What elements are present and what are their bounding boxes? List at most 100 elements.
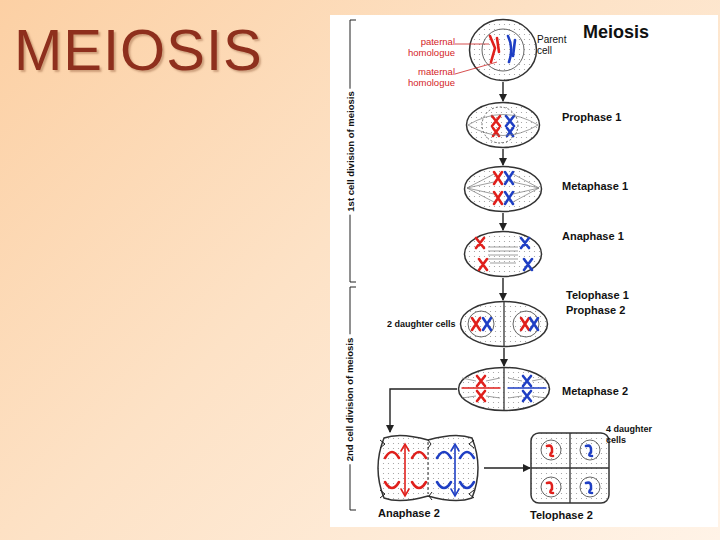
nucleus (482, 29, 524, 71)
paternal-chromosome (385, 452, 426, 458)
nucleus (468, 29, 600, 497)
cell-outline (459, 368, 550, 411)
nucleus (482, 107, 518, 143)
stage-label: Prophase 2 (566, 304, 625, 317)
spindle-fiber (467, 174, 494, 202)
cell-outline (531, 467, 609, 468)
maternal-chromosome (530, 318, 538, 330)
stage-arrow (502, 149, 503, 165)
stage-arrow (503, 348, 504, 366)
paternal-chromosome (497, 38, 499, 52)
stage-arrow (502, 82, 503, 101)
maternal-chromosome (506, 116, 514, 136)
figure-label: maternal homologue (398, 66, 455, 88)
paternal-chromosome (476, 238, 487, 270)
cell-outline (459, 300, 549, 348)
cell-outline (428, 442, 429, 494)
spindle-fiber (468, 115, 538, 136)
stage-label: Metaphase 1 (562, 180, 628, 193)
paternal-chromosome (521, 318, 529, 330)
leader-line (455, 62, 497, 74)
nucleus (513, 311, 539, 337)
cell-outline (531, 433, 609, 503)
cell-outline (463, 230, 543, 278)
cell-outline (468, 18, 538, 82)
paternal-chromosome (401, 444, 409, 496)
stage-label: Parent cell (537, 34, 577, 56)
paternal-chromosome (547, 483, 553, 493)
cell-outline (372, 432, 484, 504)
division-bracket (350, 20, 356, 510)
stage-label: Anaphase 1 (562, 230, 624, 243)
stage-label: Anaphase 2 (378, 507, 440, 520)
spindle-fiber (513, 174, 539, 202)
maternal-chromosome (505, 172, 513, 204)
paternal-chromosome (477, 376, 485, 401)
nucleus (468, 311, 494, 337)
maternal-chromosome (437, 482, 474, 488)
cell-outline (461, 302, 548, 347)
stage-arrow (390, 389, 457, 432)
paternal-chromosome (472, 318, 480, 330)
maternal-chromosome (508, 36, 511, 62)
cell-node: Telophase 2 (530, 432, 610, 504)
chromatid-mark (380, 490, 474, 498)
figure-label: paternal homologue (396, 36, 455, 58)
cell-node: Metaphase 1 (463, 165, 543, 213)
chromatid-mark (380, 440, 474, 500)
spindle-fiber (462, 115, 546, 399)
cell-outline (465, 232, 542, 277)
maternal-chromosome (454, 446, 456, 494)
nucleus (541, 477, 561, 497)
chromatid-mark (380, 440, 474, 448)
figure-label: 2 daughter cells (387, 319, 456, 330)
maternal-chromosome (513, 40, 515, 56)
division-label: 2nd cell division of meiosis (344, 334, 355, 464)
stage-label: Telophase 2 (530, 509, 593, 522)
paternal-chromosome (385, 36, 553, 496)
cell-node: Anaphase 2 (372, 432, 484, 504)
division-bracket (350, 287, 356, 510)
spindle-fiber (488, 247, 518, 263)
stage-arrow (484, 467, 530, 468)
chromatid-mark (428, 440, 432, 500)
spindle-fiber (462, 378, 500, 398)
cell-node: Telophase 1Prophase 2 (459, 300, 549, 348)
stage-label: Telophase 1 (566, 289, 629, 302)
cell-outline (465, 101, 541, 149)
cell-outline (530, 432, 610, 504)
stage-label: Metaphase 2 (562, 385, 628, 398)
maternal-chromosome (451, 444, 459, 496)
cell-outline (467, 103, 540, 148)
leader-line (455, 44, 489, 45)
cell-outline (503, 302, 504, 346)
maternal-chromosome (586, 446, 592, 456)
paternal-chromosome (404, 446, 406, 494)
division-bracket (350, 20, 356, 282)
stage-label: Prophase 1 (562, 111, 621, 124)
maternal-chromosome (483, 318, 491, 330)
paternal-chromosome (462, 387, 500, 388)
nucleus (541, 440, 561, 460)
cell-node: Parent cell (468, 18, 538, 82)
cell-outline (378, 435, 478, 500)
maternal-chromosome (437, 452, 474, 458)
nucleus (580, 440, 600, 460)
cell-node: Prophase 1 (465, 101, 541, 149)
cell-node: Metaphase 2 (457, 366, 551, 412)
paternal-chromosome (490, 36, 495, 62)
stage-arrow (502, 213, 503, 230)
leader-line (455, 44, 497, 74)
figure-label: Meiosis (583, 23, 649, 43)
paternal-chromosome (385, 482, 426, 488)
cell-node: Anaphase 1 (463, 230, 543, 278)
maternal-chromosome (521, 238, 532, 270)
paternal-chromosome (492, 116, 500, 136)
division-label: 1st cell division of meiosis (345, 88, 356, 214)
figure-label: 4 daughter cells (606, 424, 656, 445)
cell-outline (503, 368, 504, 410)
